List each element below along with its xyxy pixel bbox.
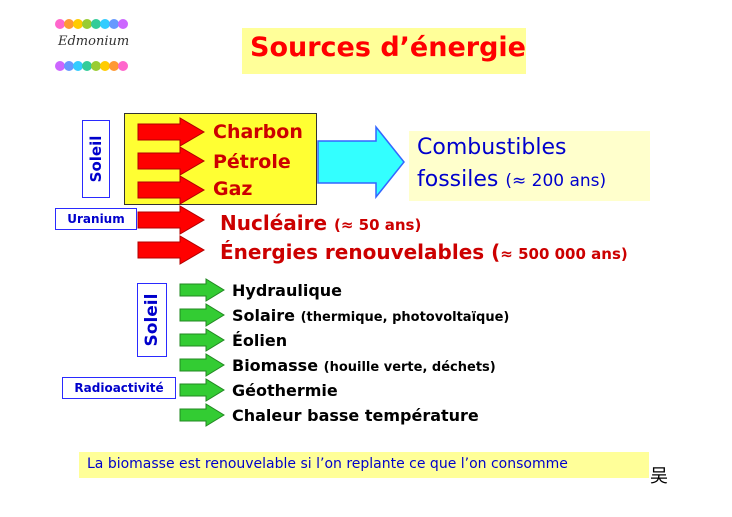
logo-dots-bottom: [55, 61, 128, 71]
renewable-item-geothermie: Géothermie: [232, 381, 338, 400]
soleil-label-top-text: Soleil: [87, 135, 105, 183]
renewable-item-label: Géothermie: [232, 381, 338, 400]
slide-title-box: Sources d’énergie: [242, 28, 526, 74]
red-arrow-renouvelables: [137, 235, 205, 265]
slide-title: Sources d’énergie: [250, 32, 526, 63]
red-arrow-charbon: [137, 117, 205, 147]
green-arrow-biomasse: [179, 353, 225, 377]
renouvelables-label: Énergies renouvelables (: [220, 240, 501, 264]
red-arrow-petrole: [137, 146, 205, 176]
green-arrow-eolien: [179, 328, 225, 352]
combustibles-line2-text: fossiles: [417, 167, 499, 192]
fuel-charbon: Charbon: [213, 121, 303, 143]
logo-text: Edmonium: [58, 34, 130, 49]
renewable-item-note: (houille verte, déchets): [323, 360, 496, 375]
radioactivite-label: Radioactivité: [62, 377, 176, 399]
uranium-label-text: Uranium: [67, 212, 125, 226]
renewable-item-biomasse: Biomasse (houille verte, déchets): [232, 356, 496, 375]
green-arrow-chaleur: [179, 403, 225, 427]
soleil-label-bottom: Soleil: [137, 283, 167, 357]
green-arrow-solaire: [179, 303, 225, 327]
renewable-item-label: Éolien: [232, 331, 288, 350]
nucleaire-label: Nucléaire: [220, 211, 328, 235]
nucleaire-line: Nucléaire (≈ 50 ans): [220, 211, 421, 235]
combustibles-fossiles-box: Combustibles fossiles (≈ 200 ans): [409, 131, 650, 201]
renewable-item-label: Hydraulique: [232, 281, 343, 300]
cyan-arrow-to-combustibles: [317, 124, 405, 200]
combustibles-duration: (≈ 200 ans): [505, 171, 607, 191]
combustibles-line1: Combustibles: [417, 135, 567, 160]
renewable-item-solaire: Solaire (thermique, photovoltaïque): [232, 306, 509, 325]
renewable-item-note: (thermique, photovoltaïque): [300, 310, 510, 325]
green-arrow-hydraulique: [179, 278, 225, 302]
renewable-item-label: Chaleur basse température: [232, 406, 479, 425]
red-arrow-nucleaire: [137, 205, 205, 235]
footer-note: La biomasse est renouvelable si l’on rep…: [87, 456, 568, 472]
fuel-gaz: Gaz: [213, 178, 253, 200]
green-arrow-geothermie: [179, 378, 225, 402]
footer-note-box: La biomasse est renouvelable si l’on rep…: [79, 452, 649, 478]
red-arrow-gaz: [137, 175, 205, 205]
corner-mark: 吴: [650, 466, 668, 487]
renewable-item-eolien: Éolien: [232, 331, 287, 350]
logo-dots-top: [55, 19, 128, 29]
renewable-item-chaleur: Chaleur basse température: [232, 406, 479, 425]
fuel-petrole: Pétrole: [213, 151, 291, 173]
combustibles-line2: fossiles (≈ 200 ans): [417, 167, 606, 192]
uranium-label: Uranium: [55, 208, 137, 230]
logo: Edmonium: [54, 18, 132, 72]
renewable-item-label: Biomasse: [232, 356, 319, 375]
nucleaire-duration: (≈ 50 ans): [334, 216, 422, 234]
renewable-item-label: Solaire: [232, 306, 296, 325]
renouvelables-duration: ≈ 500 000 ans): [500, 245, 628, 263]
soleil-label-top: Soleil: [82, 120, 110, 198]
radioactivite-label-text: Radioactivité: [74, 381, 164, 395]
soleil-label-bottom-text: Soleil: [142, 293, 162, 347]
renouvelables-line: Énergies renouvelables (≈ 500 000 ans): [220, 240, 628, 264]
renewable-item-hydraulique: Hydraulique: [232, 281, 342, 300]
